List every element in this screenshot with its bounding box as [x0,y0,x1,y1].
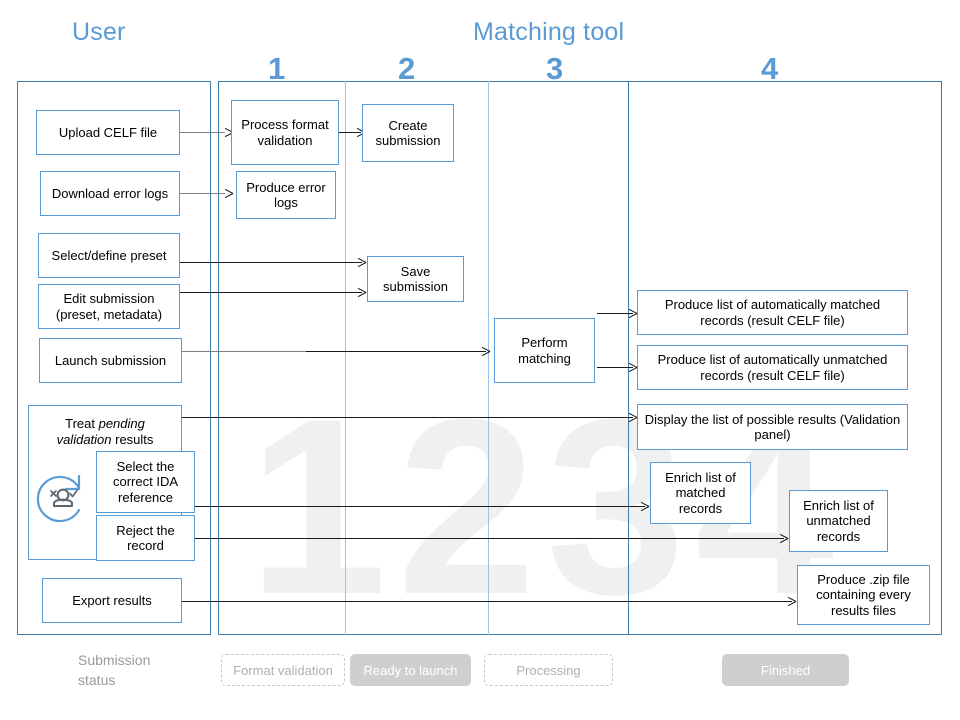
box-reject-the-record[interactable]: Reject the record [96,515,195,561]
box-label: Perform matching [518,335,571,366]
box-label: Produce error logs [246,179,326,211]
status-chip-label: Finished [760,662,811,678]
lane-frame-matching-tool [218,81,942,635]
status-chip-finished[interactable]: Finished [722,654,849,686]
lane-title-matching-tool: Matching tool [473,18,625,46]
connector-download-to-errorlogs [180,193,225,194]
lane-title-user: User [72,18,126,46]
box-label: Process format validation [241,117,329,148]
box-label: Upload CELF file [58,124,158,140]
connector-selectida-to-enrichmatched [195,506,645,507]
box-label: Launch submission [54,352,167,368]
box-label: Reject the record [116,522,175,554]
box-label: Select the correct IDA reference [112,458,178,505]
box-label: Save submission [382,263,449,295]
box-label: Edit submission (preset, metadata) [55,291,163,322]
box-produce-matched-records[interactable]: Produce list of automatically matched re… [637,290,908,335]
step-number-3: 3 [546,51,564,86]
column-divider-2-3 [488,81,489,635]
connector-matching-to-matched [597,313,633,314]
status-chip-ready-to-launch[interactable]: Ready to launch [350,654,471,686]
step-number-2: 2 [398,51,416,86]
box-label: Produce list of automatically matched re… [664,297,881,328]
column-divider-1-2 [345,81,346,635]
step-number-1: 1 [268,51,286,86]
lane-frame-user [17,81,211,635]
box-label: Create submission [375,117,441,149]
box-label: Display the list of possible results (Va… [644,411,901,443]
status-chip-processing[interactable]: Processing [484,654,613,686]
box-label: Select/define preset [51,247,167,263]
connector-edit-to-save [180,292,362,293]
box-label: Produce .zip file containing every resul… [816,571,911,618]
box-select-define-preset[interactable]: Select/define preset [38,233,180,278]
connector-reject-to-enrichunmatched [195,538,784,539]
box-enrich-matched-records[interactable]: Enrich list of matched records [650,462,751,524]
connector-treat-to-display [182,417,633,418]
connector-upload-to-validation [180,132,225,133]
box-download-error-logs[interactable]: Download error logs [40,171,180,216]
status-chip-format-validation[interactable]: Format validation [221,654,345,686]
box-process-format-validation[interactable]: Process format validation [231,100,339,165]
box-label: Produce list of automatically unmatched … [657,352,888,383]
box-label: Treat pending validation results [56,416,154,447]
submission-status-label: Submission status [78,652,151,688]
box-label: Export results [72,592,152,608]
connector-validation-to-create [339,132,361,133]
connector-launch-to-matching-a [182,351,306,352]
status-chip-label: Ready to launch [363,662,458,678]
connector-preset-to-save [180,262,362,263]
column-divider-3-4 [628,81,629,635]
status-chip-label: Processing [516,662,581,678]
box-upload-celf-file[interactable]: Upload CELF file [36,110,180,155]
box-save-submission[interactable]: Save submission [367,256,464,302]
box-export-results[interactable]: Export results [42,578,182,623]
connector-launch-to-matching-b [306,351,486,352]
box-launch-submission[interactable]: Launch submission [39,338,182,383]
connector-export-to-zip [182,601,792,602]
box-perform-matching[interactable]: Perform matching [494,318,595,383]
box-enrich-unmatched-records[interactable]: Enrich list of unmatched records [789,490,888,552]
box-create-submission[interactable]: Create submission [362,104,454,162]
box-label: Download error logs [51,185,169,201]
box-label: Enrich list of matched records [665,469,736,516]
box-produce-unmatched-records[interactable]: Produce list of automatically unmatched … [637,345,908,390]
loop-user-validation-icon [32,466,94,528]
box-select-correct-ida-reference[interactable]: Select the correct IDA reference [96,451,195,513]
box-edit-submission[interactable]: Edit submission (preset, metadata) [38,284,180,329]
status-chip-label: Format validation [233,662,333,678]
box-produce-error-logs[interactable]: Produce error logs [236,171,336,219]
box-display-possible-results[interactable]: Display the list of possible results (Va… [637,404,908,450]
box-label: Enrich list of unmatched records [803,497,874,544]
box-produce-zip-file[interactable]: Produce .zip file containing every resul… [797,565,930,625]
connector-matching-to-unmatched [597,367,633,368]
step-number-4: 4 [761,51,779,86]
